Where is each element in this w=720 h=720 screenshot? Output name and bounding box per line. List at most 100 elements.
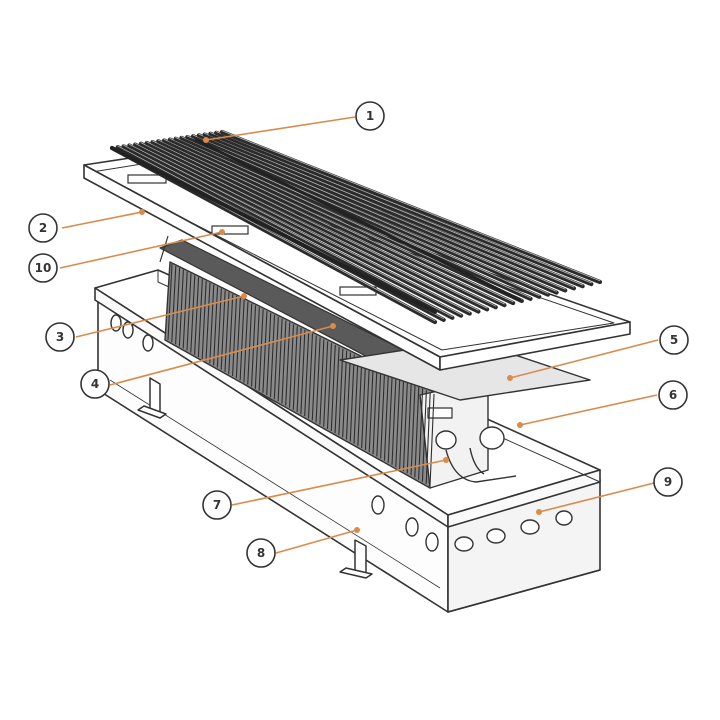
fin: [190, 275, 196, 353]
fin: [330, 344, 336, 432]
grille-bar: [121, 144, 455, 320]
callout-label: 3: [56, 330, 64, 344]
callout-label: 8: [257, 546, 265, 560]
fin: [307, 333, 314, 419]
grille-bar-highlight: [134, 143, 471, 313]
callout-label: 5: [670, 333, 678, 347]
fin: [243, 301, 249, 383]
grille-bar: [185, 134, 550, 297]
fin: [281, 320, 287, 404]
fin: [285, 322, 291, 406]
callout-label: 1: [366, 109, 374, 123]
grille-bar: [179, 135, 542, 299]
fin: [250, 305, 257, 387]
fin: [361, 360, 367, 448]
callout-10: 10: [28, 253, 58, 283]
callout-5: 5: [659, 325, 689, 355]
fin: [326, 343, 333, 429]
grille-bar-highlight: [210, 132, 584, 286]
fin: [425, 392, 431, 484]
fin: [247, 303, 253, 385]
callout-2: 2: [28, 213, 58, 243]
fin: [342, 350, 348, 438]
fin: [372, 365, 378, 455]
grille-bar: [190, 134, 559, 295]
fin: [368, 363, 374, 453]
fin: [171, 265, 177, 343]
fin: [376, 367, 382, 457]
fin: [429, 393, 435, 487]
grille-bar-highlight: [215, 131, 592, 284]
callout-4: 4: [80, 369, 110, 399]
grille-bar: [133, 142, 472, 316]
fin: [175, 267, 181, 345]
fin: [383, 371, 389, 461]
fin: [406, 382, 412, 474]
fin: [357, 358, 363, 446]
fin: [167, 263, 173, 341]
grille-bar: [167, 137, 524, 304]
fin: [399, 378, 405, 470]
fin: [213, 286, 219, 366]
fin: [266, 312, 272, 396]
fin: [194, 277, 200, 355]
callout-label: 7: [213, 498, 221, 512]
fin: [380, 369, 386, 459]
grille-bar-highlight: [140, 142, 479, 311]
fin: [273, 316, 279, 400]
fin: [418, 388, 424, 480]
fin: [288, 324, 295, 408]
fin: [205, 282, 211, 362]
fin: [319, 339, 325, 425]
grille-bar-highlight: [152, 140, 497, 307]
leader-lines: [59, 116, 659, 554]
fin: [178, 269, 184, 347]
grille-bar: [150, 140, 498, 310]
fin: [277, 318, 283, 402]
fin: [228, 294, 234, 374]
fin: [421, 390, 427, 482]
grille-bar: [127, 143, 464, 318]
callout-1: 1: [355, 101, 385, 131]
grille-bar: [214, 130, 594, 287]
callout-label: 10: [35, 261, 52, 275]
grille-bar-highlight: [221, 130, 601, 282]
grille-bar-highlight: [186, 135, 549, 294]
fin: [239, 299, 245, 381]
fin: [387, 373, 393, 463]
grille-bar: [156, 139, 507, 308]
grille-bar: [196, 133, 568, 293]
fin: [258, 309, 264, 391]
grille-bar-highlight: [128, 143, 462, 315]
fin: [391, 375, 397, 465]
fin: [315, 337, 321, 423]
callout-label: 4: [91, 377, 99, 391]
fin: [338, 348, 344, 436]
heat-exchanger-fins: [167, 263, 435, 487]
fin: [296, 328, 302, 412]
fin: [254, 307, 260, 389]
grille-bar: [144, 140, 490, 312]
callout-6: 6: [658, 380, 688, 410]
fin: [349, 354, 355, 442]
grille-bar: [208, 131, 585, 289]
fin: [201, 280, 207, 360]
fin: [220, 290, 226, 370]
fin: [402, 380, 408, 472]
fin: [232, 296, 238, 376]
fin: [262, 311, 268, 393]
housing-cable-holes: [110, 314, 573, 552]
grille-bar-highlight: [204, 132, 575, 288]
callout-8: 8: [246, 538, 276, 568]
fin: [414, 386, 420, 478]
callout-label: 2: [39, 221, 47, 235]
grille: [109, 129, 603, 325]
fin: [269, 314, 276, 398]
fin: [395, 377, 401, 467]
grille-bar-highlight: [123, 144, 453, 317]
fin: [334, 346, 340, 434]
grille-bar: [202, 132, 577, 291]
grille-bar-highlight: [146, 141, 488, 309]
callout-3: 3: [45, 322, 75, 352]
callout-9: 9: [653, 467, 683, 497]
